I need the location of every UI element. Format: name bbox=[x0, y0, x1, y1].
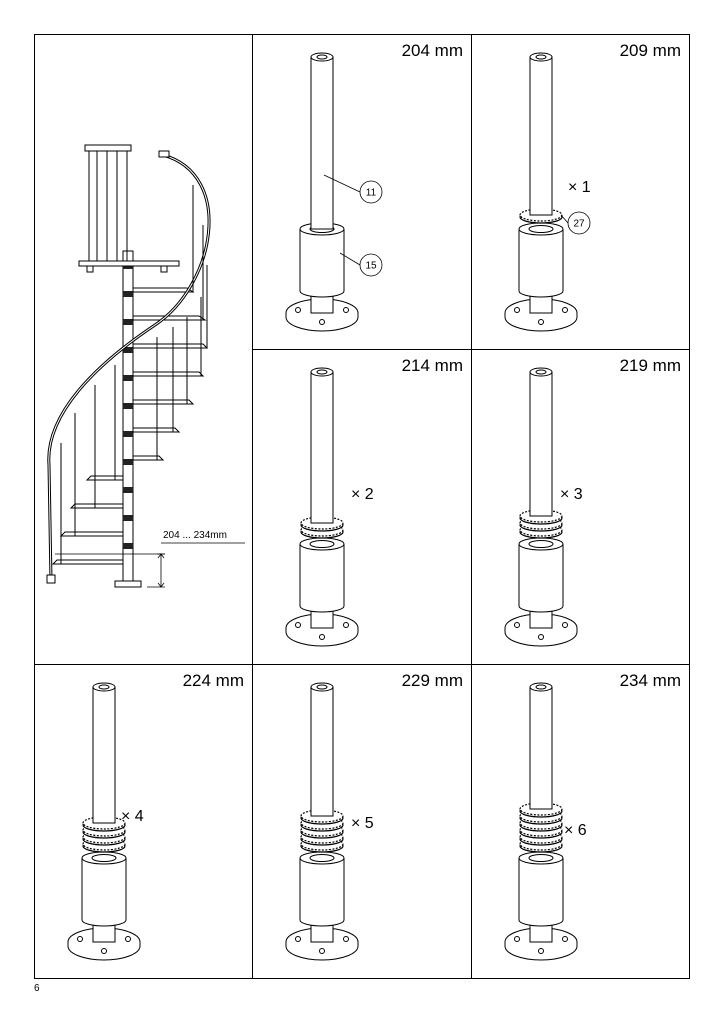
spiral-staircase-drawing bbox=[46, 144, 245, 588]
panel-224mm: 224 mm × 4 bbox=[34, 664, 253, 979]
base-hole bbox=[562, 622, 568, 628]
upper-tube bbox=[529, 56, 553, 216]
sleeve bbox=[518, 544, 564, 613]
spacer-quantity-label: × 1 bbox=[568, 179, 591, 196]
base-hole bbox=[514, 622, 520, 628]
base-hole bbox=[77, 936, 83, 942]
spacer-quantity-label: × 2 bbox=[351, 486, 374, 503]
base-hole bbox=[514, 936, 520, 942]
tube-bore bbox=[98, 684, 110, 690]
base-hole bbox=[538, 319, 544, 325]
callout-leader bbox=[323, 174, 361, 193]
column-assembly bbox=[67, 682, 141, 961]
base-hole bbox=[295, 936, 301, 942]
height-label: 224 mm bbox=[182, 671, 244, 690]
tube-bore bbox=[535, 684, 547, 690]
callout-circle bbox=[359, 253, 383, 277]
upper-tube bbox=[310, 56, 334, 230]
sleeve-opening bbox=[309, 854, 335, 862]
base-hole bbox=[538, 634, 544, 640]
upper-tube bbox=[310, 686, 334, 817]
callout-circle bbox=[359, 180, 383, 204]
height-label: 234 mm bbox=[619, 671, 681, 690]
base-hole bbox=[538, 948, 544, 954]
upper-tube bbox=[310, 371, 334, 524]
column-drawing bbox=[285, 367, 359, 647]
tube-bore bbox=[316, 684, 328, 690]
panel-204mm: 204 mm 11 15 bbox=[252, 34, 472, 350]
callout-circle bbox=[567, 211, 591, 235]
column-drawing: 27 bbox=[504, 52, 591, 332]
column-drawing bbox=[285, 682, 359, 961]
column-drawing bbox=[504, 367, 578, 647]
column-assembly bbox=[285, 367, 359, 647]
panel-209mm: 209 mm 27 × 1 bbox=[471, 34, 690, 350]
callout-number: 11 bbox=[366, 188, 377, 199]
base-hole bbox=[101, 948, 107, 954]
tube-bore bbox=[316, 54, 328, 60]
base-hole bbox=[319, 319, 325, 325]
sleeve-opening bbox=[528, 540, 554, 548]
upper-tube bbox=[92, 686, 116, 824]
panel-219mm: 219 mm × 3 bbox=[471, 349, 690, 665]
base-hole bbox=[562, 936, 568, 942]
base-hole bbox=[125, 936, 131, 942]
callout-leader bbox=[339, 252, 361, 266]
base-hole bbox=[319, 634, 325, 640]
tube-bore bbox=[535, 54, 547, 60]
spacer-quantity-label: × 4 bbox=[121, 808, 144, 825]
height-label: 219 mm bbox=[619, 356, 681, 375]
callout-leader bbox=[560, 214, 569, 224]
spacer-quantity-label: × 3 bbox=[560, 486, 583, 503]
base-hole bbox=[343, 936, 349, 942]
sleeve bbox=[518, 858, 564, 927]
sleeve-opening bbox=[528, 854, 554, 862]
base-hole bbox=[343, 307, 349, 313]
tube-bore bbox=[316, 369, 328, 375]
column-drawing: 11 15 bbox=[285, 52, 383, 332]
sleeve-opening bbox=[91, 854, 117, 862]
sleeve bbox=[81, 858, 127, 927]
column-assembly bbox=[285, 682, 359, 961]
upper-tube bbox=[529, 371, 553, 517]
panel-214mm: 214 mm × 2 bbox=[252, 349, 472, 665]
sleeve bbox=[518, 229, 564, 298]
column-drawing bbox=[504, 682, 578, 961]
page-number: 6 bbox=[34, 983, 40, 994]
panel-229mm: 229 mm × 5 bbox=[252, 664, 472, 979]
height-label: 214 mm bbox=[401, 356, 463, 375]
tube-bore bbox=[535, 369, 547, 375]
column-assembly bbox=[285, 52, 359, 332]
callout-number: 27 bbox=[573, 219, 585, 230]
callouts: 27 bbox=[560, 211, 591, 235]
panel-234mm: 234 mm × 6 bbox=[471, 664, 690, 979]
height-label: 229 mm bbox=[401, 671, 463, 690]
panel-staircase-overview: 204 ... 234mm bbox=[34, 34, 253, 665]
sleeve-opening bbox=[528, 225, 554, 233]
callout-number: 15 bbox=[365, 261, 377, 272]
column-assembly bbox=[504, 52, 578, 332]
base-hole bbox=[343, 622, 349, 628]
spacer-quantity-label: × 5 bbox=[351, 815, 374, 832]
base-hole bbox=[562, 307, 568, 313]
height-label: 204 mm bbox=[401, 41, 463, 60]
sleeve-opening bbox=[309, 540, 335, 548]
sleeve bbox=[299, 229, 345, 298]
column-assembly bbox=[504, 682, 578, 961]
callouts: 11 15 bbox=[323, 174, 383, 277]
column-assembly bbox=[504, 367, 578, 647]
base-hole bbox=[319, 948, 325, 954]
height-range-label: 204 ... 234mm bbox=[163, 530, 227, 541]
spacer-quantity-label: × 6 bbox=[564, 822, 587, 839]
base-hole bbox=[295, 622, 301, 628]
upper-tube bbox=[529, 686, 553, 810]
base-hole bbox=[514, 307, 520, 313]
column-drawing bbox=[67, 682, 141, 961]
base-hole bbox=[295, 307, 301, 313]
sleeve bbox=[299, 544, 345, 613]
sleeve bbox=[299, 858, 345, 927]
height-label: 209 mm bbox=[619, 41, 681, 60]
